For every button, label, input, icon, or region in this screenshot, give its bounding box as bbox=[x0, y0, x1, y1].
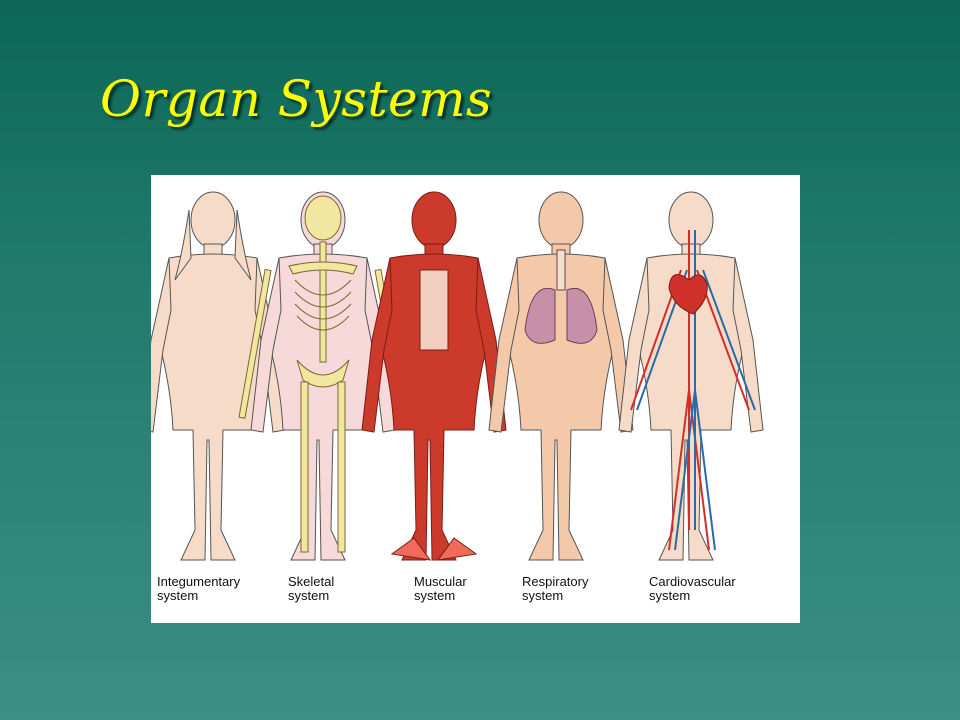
caption-muscular: Muscular system bbox=[414, 574, 467, 603]
cardiovascular-figure bbox=[618, 191, 764, 561]
caption-respiratory: Respiratory system bbox=[522, 574, 589, 603]
respiratory-figure bbox=[488, 191, 634, 561]
caption-skeletal: Skeletal system bbox=[288, 574, 335, 603]
muscular-figure bbox=[361, 191, 507, 561]
caption-cardiovascular: Cardiovascular system bbox=[649, 574, 736, 603]
integumentary-figure bbox=[151, 191, 286, 561]
skeletal-figure bbox=[238, 191, 408, 561]
organ-systems-illustration: Integumentary system Skeletal system Mus… bbox=[151, 175, 800, 623]
slide-title: Organ Systems bbox=[100, 70, 493, 128]
caption-integumentary: Integumentary system bbox=[157, 574, 241, 603]
